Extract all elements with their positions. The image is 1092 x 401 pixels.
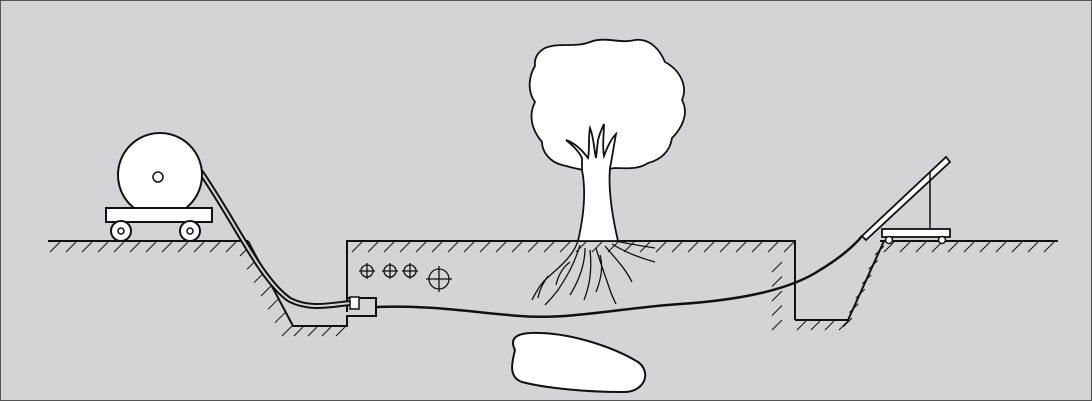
ground-hatching	[49, 241, 1055, 337]
ground-surface	[48, 240, 1058, 320]
drill-mast	[860, 155, 952, 242]
reamer-head-3	[402, 263, 418, 279]
underground-boulder	[511, 331, 647, 394]
reamer-heads	[359, 263, 452, 292]
installed-pipeline	[375, 235, 863, 319]
drum-axle	[152, 171, 164, 183]
tree-roots	[531, 240, 656, 306]
pilot-bore-head	[349, 296, 360, 310]
reamer-head-4	[426, 266, 452, 292]
reamer-head-2	[382, 263, 398, 279]
pipeline-feed-core	[195, 164, 351, 307]
tree-canopy	[528, 38, 686, 172]
exit-pit	[795, 240, 885, 321]
drill-rig	[860, 155, 952, 245]
reamer-head-1	[359, 263, 375, 279]
cable-drum-trailer	[105, 132, 213, 242]
trailer-bed	[105, 207, 213, 223]
launch-pit	[247, 240, 377, 327]
tree-trunk	[565, 123, 620, 242]
rig-base	[881, 228, 951, 238]
